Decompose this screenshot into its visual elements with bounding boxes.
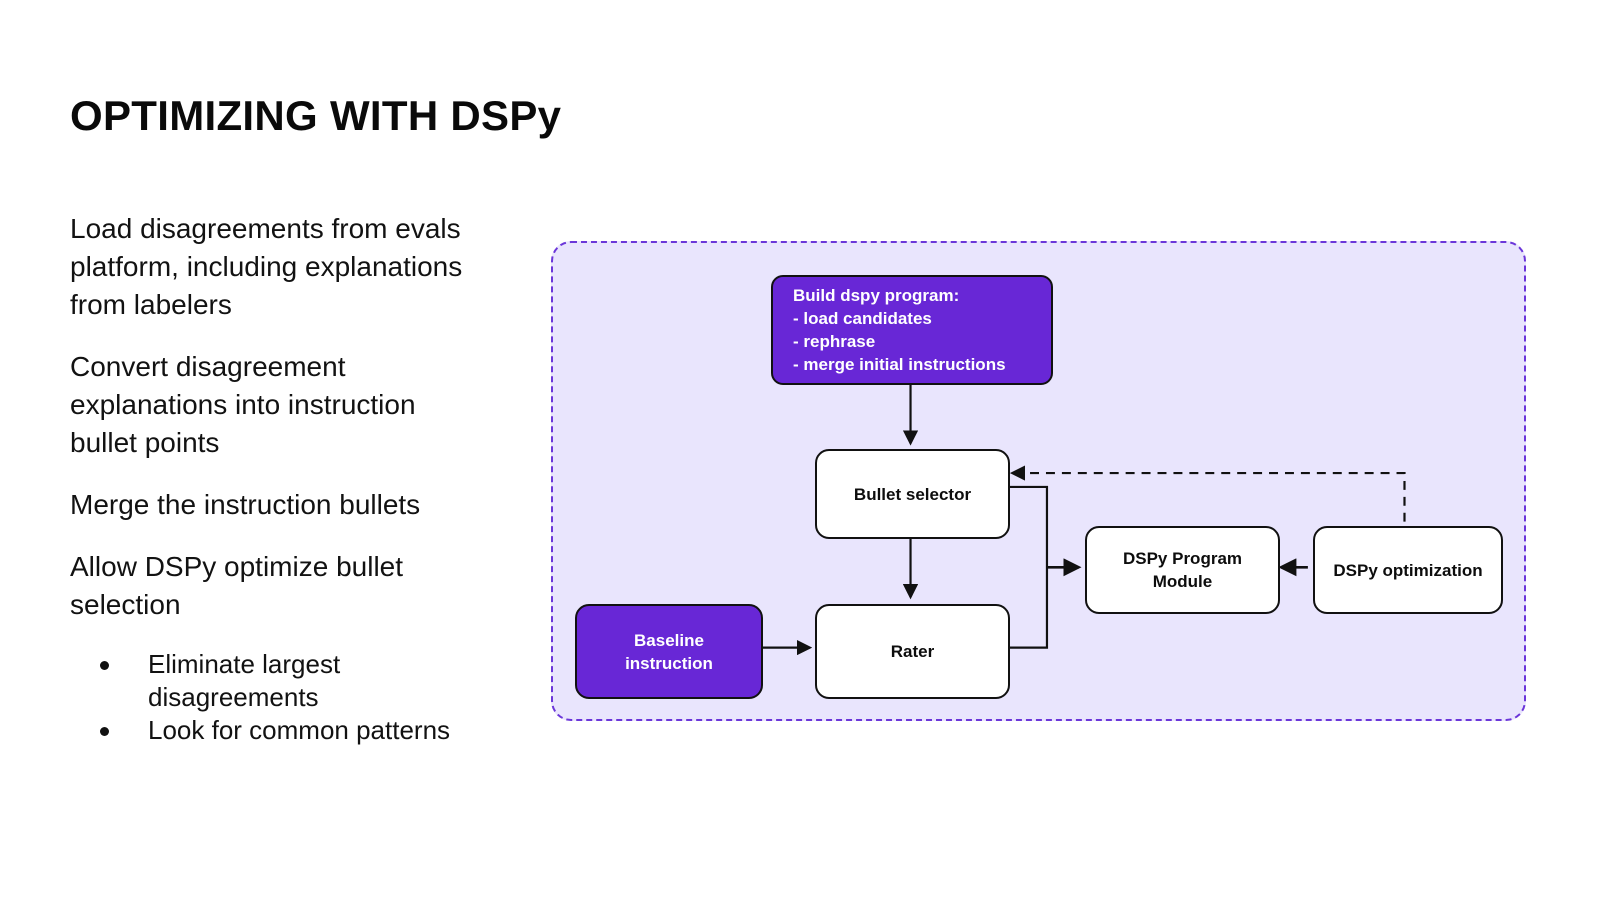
module-line-2: Module bbox=[1152, 572, 1213, 591]
node-dspy-program-module[interactable]: DSPy Program Module bbox=[1085, 526, 1280, 614]
list-item: Look for common patterns bbox=[100, 714, 490, 747]
body-paragraph-1: Load disagreements from evals platform, … bbox=[70, 213, 463, 320]
module-line-1: DSPy Program bbox=[1122, 549, 1243, 568]
baseline-line-2: instruction bbox=[625, 653, 713, 673]
build-line-3: - rephrase bbox=[793, 332, 876, 351]
node-dspy-optimization-label: DSPy optimization bbox=[1333, 560, 1483, 580]
page-title: OPTIMIZING WITH DSPy bbox=[70, 92, 562, 139]
node-rater[interactable]: Rater bbox=[815, 604, 1010, 699]
node-baseline-instruction-label: Baseline instruction bbox=[577, 629, 761, 675]
node-rater-label: Rater bbox=[890, 642, 935, 661]
list-item-label: Look for common patterns bbox=[148, 715, 451, 745]
list-item-label: Eliminate largest disagreements bbox=[148, 649, 341, 712]
body-paragraph-3: Merge the instruction bullets bbox=[70, 489, 421, 520]
bullet-dot-icon bbox=[100, 661, 109, 670]
sub-bullet-list: Eliminate largest disagreements Look for… bbox=[70, 648, 490, 747]
left-text-column: Load disagreements from evals platform, … bbox=[70, 210, 490, 747]
list-item: Eliminate largest disagreements bbox=[100, 648, 490, 714]
bullet-dot-icon bbox=[100, 727, 109, 736]
diagram-connectors bbox=[762, 383, 1406, 656]
node-baseline-instruction[interactable]: Baseline instruction bbox=[575, 604, 763, 699]
diagram-panel: Build dspy program: - load candidates - … bbox=[551, 241, 1526, 721]
body-paragraph-4: Allow DSPy optimize bullet selection bbox=[70, 551, 404, 620]
node-dspy-optimization[interactable]: DSPy optimization bbox=[1313, 526, 1503, 614]
node-bullet-selector-label: Bullet selector bbox=[853, 484, 972, 504]
build-line-2: - load candidates bbox=[793, 309, 932, 328]
node-build-label: Build dspy program: - load candidates - … bbox=[793, 284, 1031, 376]
node-bullet-selector[interactable]: Bullet selector bbox=[815, 449, 1010, 539]
node-build-dspy-program[interactable]: Build dspy program: - load candidates - … bbox=[771, 275, 1053, 385]
build-line-1: Build dspy program: bbox=[793, 286, 960, 305]
body-paragraph-2: Convert disagreement explanations into i… bbox=[70, 351, 416, 458]
node-dspy-program-module-label: DSPy Program Module bbox=[1123, 547, 1242, 593]
baseline-line-1: Baseline bbox=[634, 630, 704, 650]
build-line-4: - merge initial instructions bbox=[793, 355, 1006, 374]
